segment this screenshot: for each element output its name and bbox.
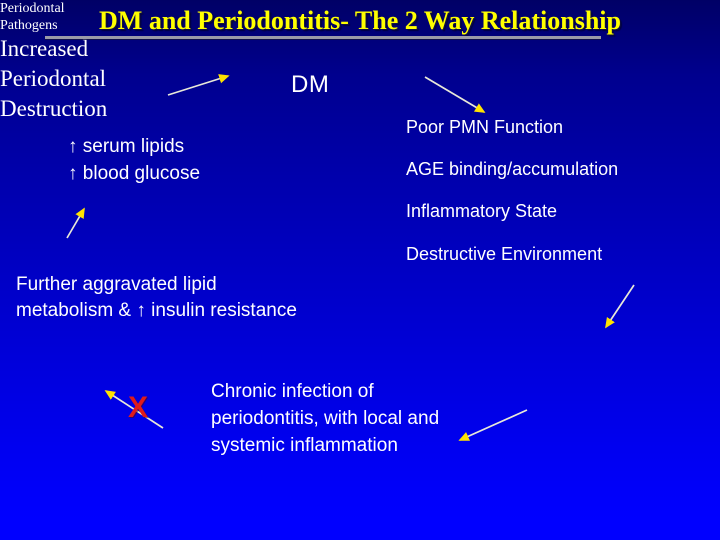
destruction-line-1: Increased [0, 36, 89, 61]
chronic-infection-text: Chronic infection of periodontitis, with… [211, 381, 440, 456]
destruction-line-2: Periodontal [0, 66, 107, 91]
arrow-pathogens-down-arrow [605, 284, 635, 329]
title-block: DM and Periodontitis- The 2 Way Relation… [0, 6, 720, 36]
metabolic-effects-text: ↑ serum lipids ↑ blood glucose [68, 136, 201, 184]
arrow-destruction-left-arrow [458, 409, 528, 441]
destruction-line-3: Destruction [0, 96, 108, 121]
page-title: DM and Periodontitis- The 2 Way Relation… [99, 6, 621, 35]
title-underline [45, 36, 601, 39]
right-item-age-binding: AGE binding/accumulation [406, 159, 619, 179]
aggravated-metabolism-text: Further aggravated lipid metabolism & ↑ … [16, 274, 297, 321]
negation-x-mark: X [128, 391, 149, 424]
arrow-up-to-lipids-arrow [66, 207, 85, 239]
pathogens-line-1: Periodontal [0, 1, 65, 16]
right-item-destructive-environment: Destructive Environment [406, 244, 603, 264]
right-item-inflammatory-state: Inflammatory State [406, 201, 558, 221]
dm-label: DM [291, 71, 330, 98]
pathogens-line-2: Pathogens [0, 18, 58, 33]
right-item-poor-pmn-function: Poor PMN Function [406, 117, 564, 137]
